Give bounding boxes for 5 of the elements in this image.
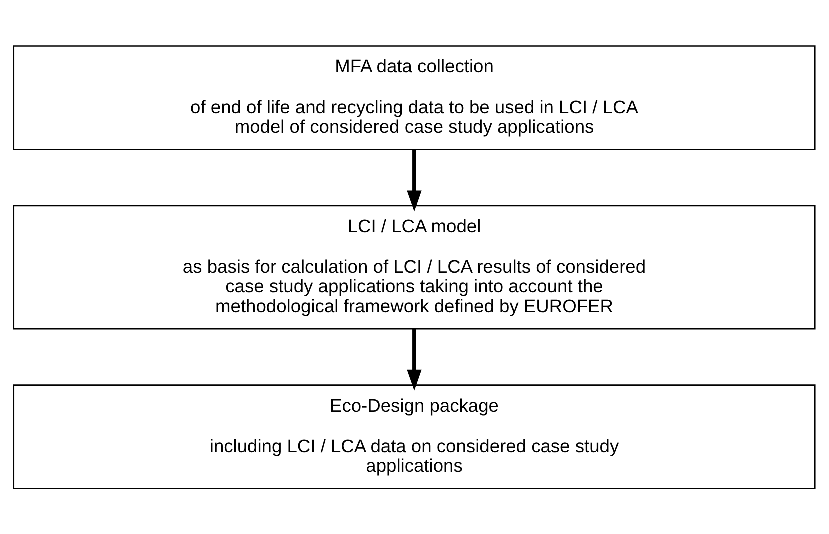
arrow <box>407 328 422 390</box>
arrow <box>407 149 422 212</box>
node-box: MFA data collection of end of life and recycling data to be used in LCI / LCA model of considered case study applications <box>13 45 816 150</box>
node-box: LCI / LCA model as basis for calculation of LCI / LCA results of considered case study applications taking into account the methodological framework defined by EUROFER <box>13 204 816 330</box>
node-box: Eco-Design package including LCI / LCA data on considered case study applications <box>13 384 816 489</box>
